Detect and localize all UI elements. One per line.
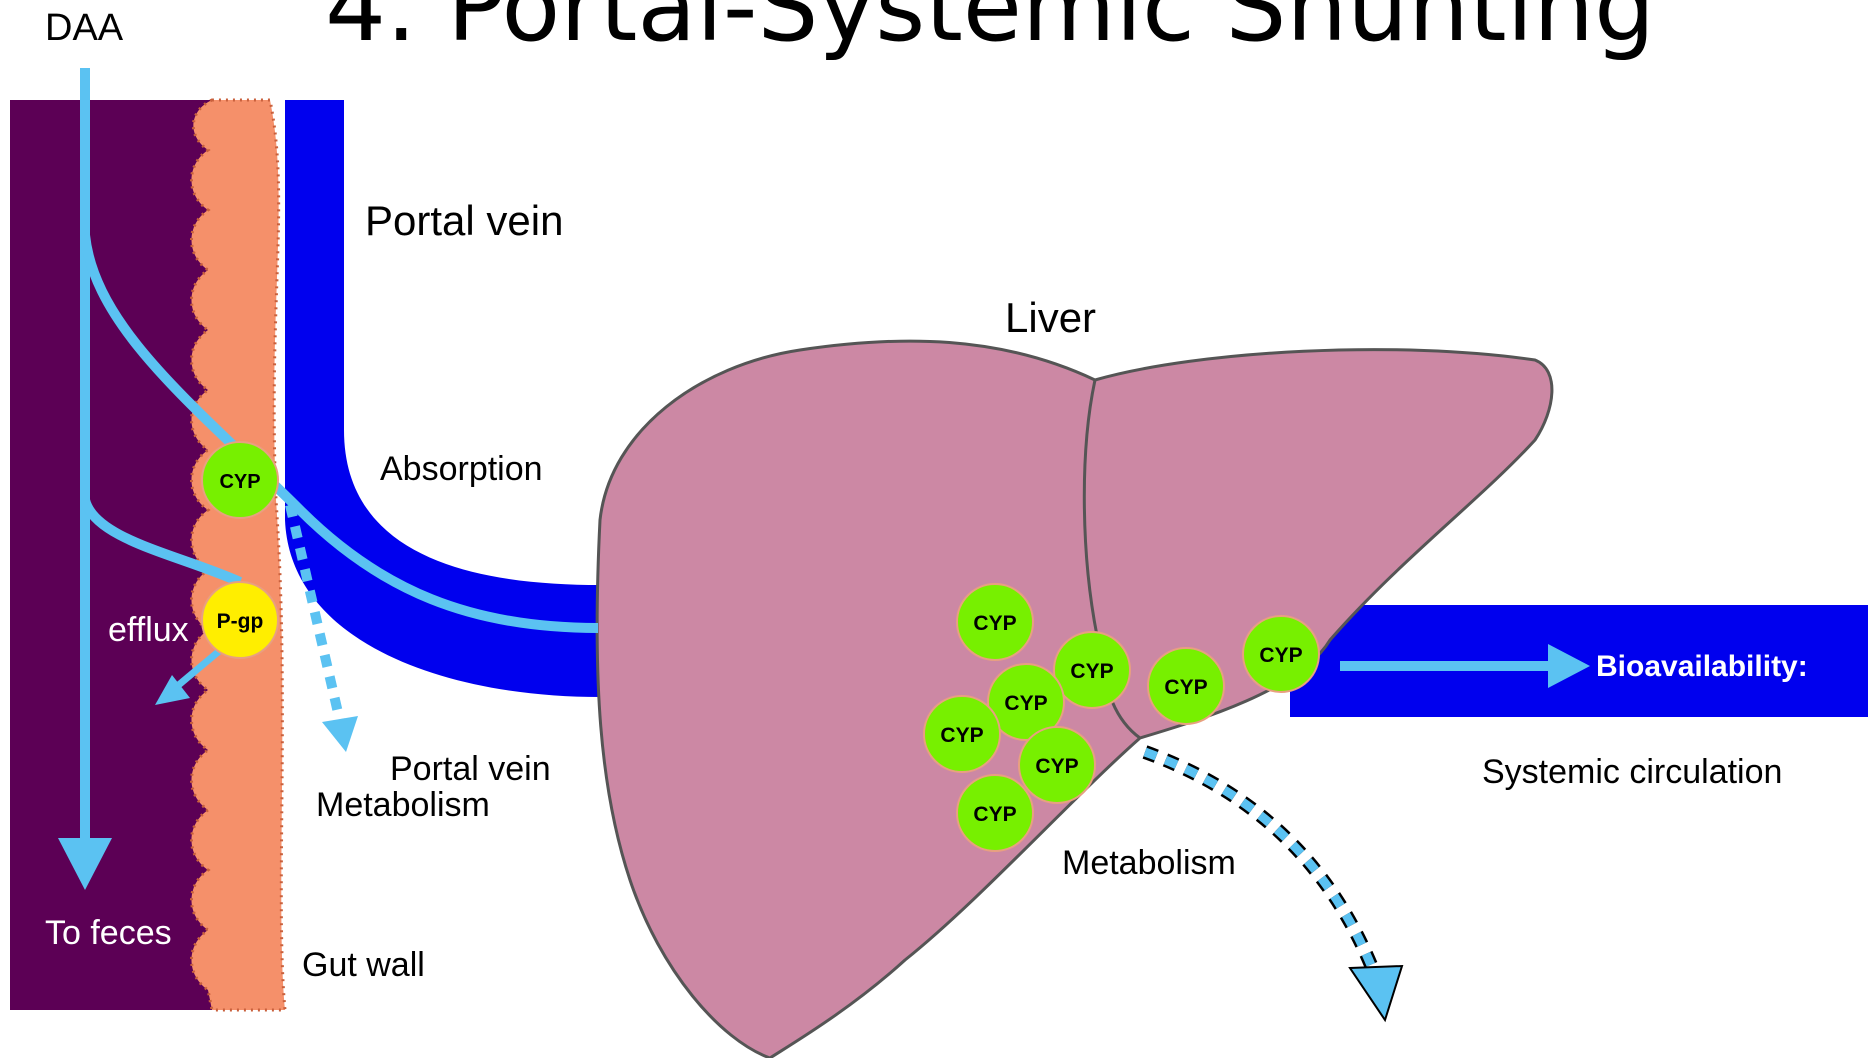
gut-lumen <box>10 100 218 1010</box>
gut-cyp-label: CYP <box>219 471 260 493</box>
daa-label: DAA <box>45 7 124 49</box>
to-feces-label: To feces <box>45 914 172 952</box>
liver-cyp-5: CYP <box>957 775 1033 851</box>
bioavailability-label: Bioavailability: <box>1596 650 1808 683</box>
liver-cyp-label: CYP <box>973 803 1016 826</box>
systemic-circulation-label: Systemic circulation <box>1482 753 1782 791</box>
liver-cyp-label: CYP <box>940 724 983 747</box>
pgp-transporter: P-gp <box>202 582 278 658</box>
liver-cyp-0: CYP <box>957 584 1033 660</box>
gut-wall <box>192 100 286 1010</box>
liver-cyp-label: CYP <box>1035 755 1078 778</box>
gut-wall-label: Gut wall <box>302 946 425 984</box>
liver-cyp-label: CYP <box>973 612 1016 635</box>
page-title: 4. Portal-Systemic Shunting <box>325 0 1655 63</box>
efflux-label: efflux <box>108 611 189 649</box>
liver-cyp-6: CYP <box>1148 648 1224 724</box>
pgp-label: P-gp <box>217 610 264 633</box>
liver-cyp-1: CYP <box>1054 632 1130 708</box>
liver-cyp-7: CYP <box>1243 616 1319 692</box>
liver-cyp-label: CYP <box>1259 644 1302 667</box>
absorption-label: Absorption <box>380 450 543 488</box>
liver-cyp-label: CYP <box>1164 676 1207 699</box>
liver-cyp-label: CYP <box>1070 660 1113 683</box>
liver-cyp-label: CYP <box>1004 692 1047 715</box>
liver-cyp-3: CYP <box>924 696 1000 772</box>
liver-cyp-4: CYP <box>1019 727 1095 803</box>
portal-vein-metabolism-arrowhead <box>322 716 358 752</box>
liver-metabolism-arrowhead <box>1350 966 1402 1020</box>
portal-vein-label: Portal vein <box>365 197 563 244</box>
liver-label: Liver <box>1005 294 1096 341</box>
portal-vein-metabolism-label-line1: Portal vein <box>390 750 551 788</box>
gut-cyp-enzyme: CYP <box>202 442 278 518</box>
metabolism-label: Metabolism <box>1062 844 1236 882</box>
portal-vein-metabolism-label-line2: Metabolism <box>316 786 490 824</box>
